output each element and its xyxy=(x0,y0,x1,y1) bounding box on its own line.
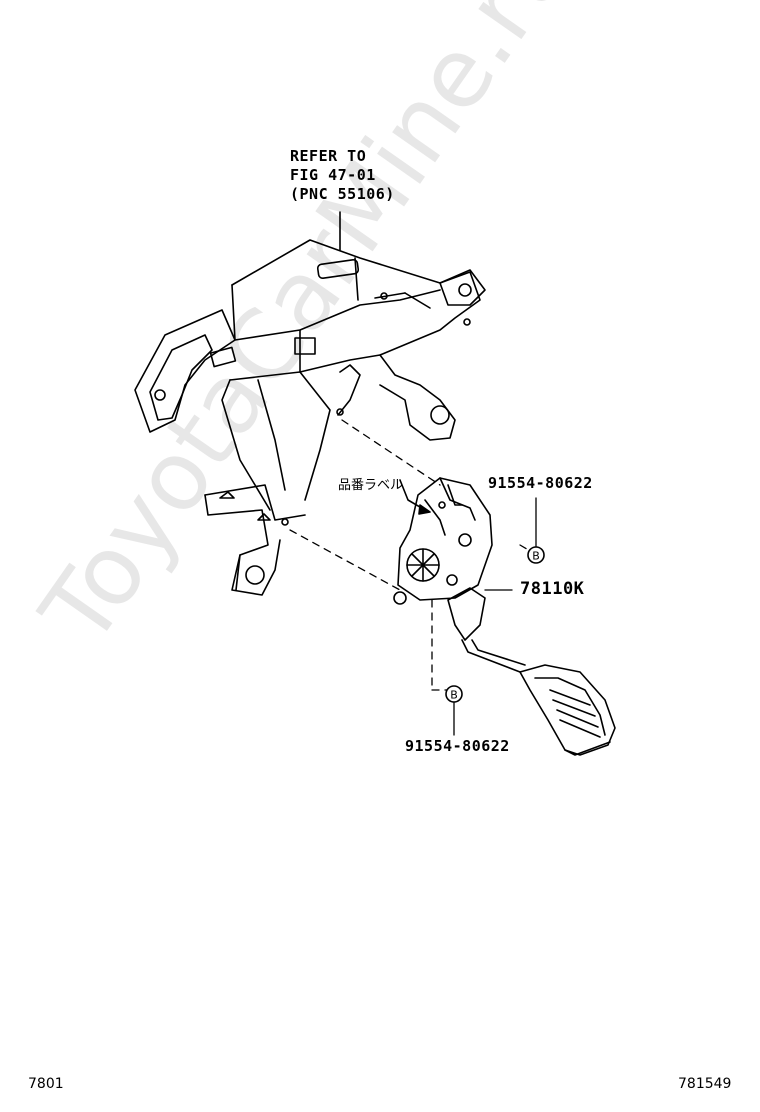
pedal-bracket xyxy=(134,211,486,596)
marker-lower-label: B xyxy=(450,689,458,702)
bolt-part-number-upper: 91554-80622 xyxy=(488,474,593,492)
refer-note-line3: (PNC 55106) xyxy=(290,185,395,203)
marker-lower: B xyxy=(445,685,463,703)
callout-leaders xyxy=(453,497,537,736)
marker-upper: B xyxy=(527,546,545,564)
refer-note-line2: FIG 47-01 xyxy=(290,166,376,184)
part-number-label-note: 品番ラベル xyxy=(338,478,404,493)
mounting-guide-lines xyxy=(289,419,533,691)
refer-note: REFER TO FIG 47-01 (PNC 55106) xyxy=(290,147,395,204)
marker-upper-label: B xyxy=(532,550,540,563)
refer-note-line1: REFER TO xyxy=(290,147,367,165)
footer-right-code: 781549 xyxy=(678,1076,732,1092)
pedal-assembly-part-number: 78110K xyxy=(520,579,585,599)
accelerator-pedal-assembly xyxy=(393,477,616,756)
footer-left-code: 7801 xyxy=(28,1076,64,1092)
bolt-part-number-lower: 91554-80622 xyxy=(405,737,510,755)
